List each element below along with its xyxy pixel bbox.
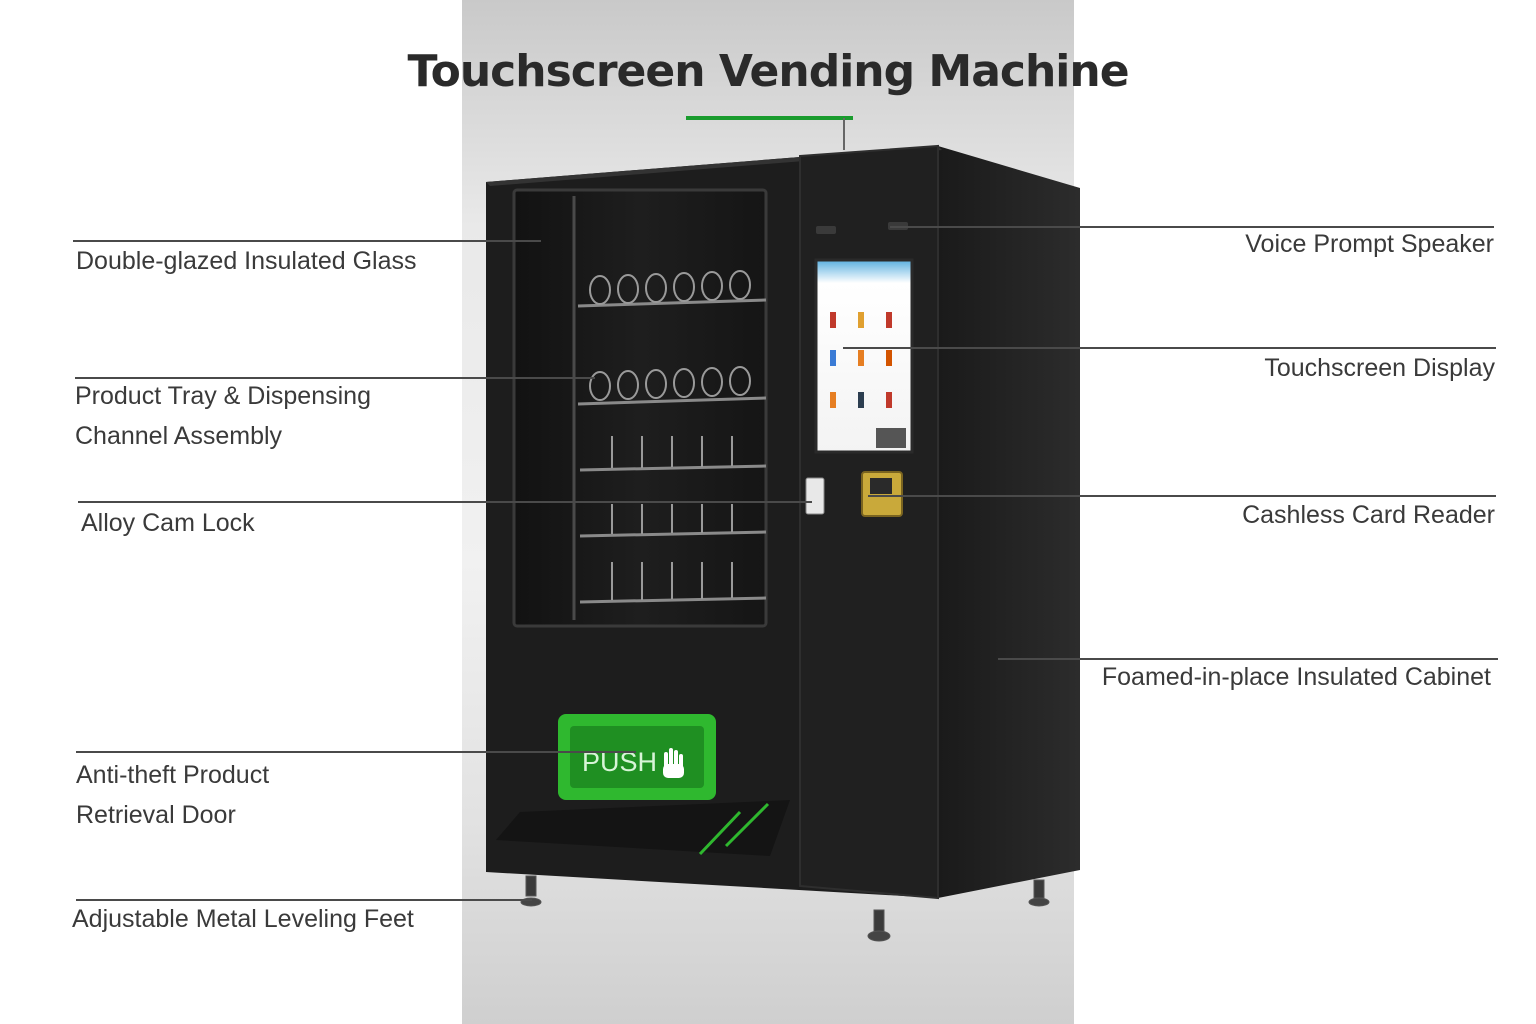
page-title: Touchscreen Vending Machine <box>407 46 1129 97</box>
card-reader-callout: Cashless Card Reader <box>1242 501 1495 529</box>
title-underline <box>686 116 853 120</box>
tray-callout: Product Tray & Dispensing Channel Assemb… <box>75 382 371 450</box>
screen-products <box>830 312 906 448</box>
tray-dividers <box>611 436 733 600</box>
speaker-callout-line <box>890 226 1494 228</box>
spiral-coils <box>589 270 751 401</box>
card-reader-callout-line <box>868 495 1496 497</box>
lock-callout-line <box>78 501 812 503</box>
touchscreen-callout: Touchscreen Display <box>1264 354 1495 382</box>
door-callout: Anti-theft Product Retrieval Door <box>76 761 270 829</box>
speaker-callout: Voice Prompt Speaker <box>1245 230 1494 258</box>
cabinet-callout-line <box>998 658 1498 660</box>
glass-callout-line <box>73 240 541 242</box>
cabinet-callout: Foamed-in-place Insulated Cabinet <box>1101 663 1491 691</box>
feet-callout: Adjustable Metal Leveling Feet <box>72 905 414 933</box>
feet-callout-line <box>76 899 532 901</box>
tray-callout-line <box>75 377 595 379</box>
touchscreen-callout-line <box>843 347 1496 349</box>
lock-callout: Alloy Cam Lock <box>81 509 255 537</box>
speaker-grille-left <box>816 226 836 234</box>
door-callout-line <box>76 751 636 753</box>
cam-lock <box>805 477 825 515</box>
cabinet-side-panel <box>938 146 1080 898</box>
glass-callout: Double-glazed Insulated Glass <box>76 247 417 275</box>
glass-window <box>512 188 768 628</box>
bottom-tray <box>496 800 790 856</box>
hand-icon <box>663 748 684 778</box>
product-shelves <box>577 298 767 604</box>
